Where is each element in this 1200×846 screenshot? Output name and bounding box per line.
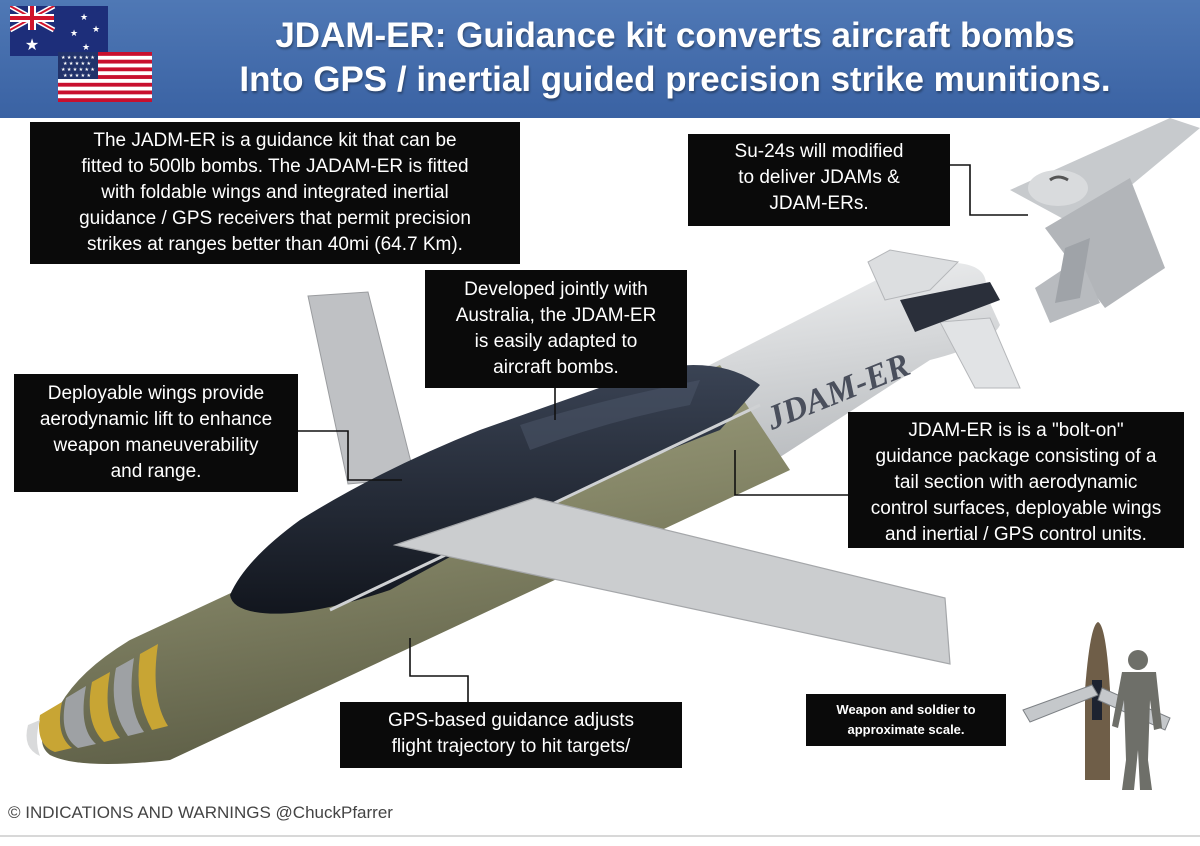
wings-line-3: weapon maneuverability: [53, 435, 259, 456]
gps-line-2: flight trajectory to hit targets/: [391, 736, 631, 757]
tail-fin-dark: [900, 282, 1000, 332]
intro-callout: The JADM-ER is a guidance kit that can b…: [30, 122, 520, 264]
bolt-on-callout: JDAM-ER is is a "bolt-on" guidance packa…: [848, 412, 1184, 548]
su24-aircraft: [1010, 118, 1200, 323]
intro-line-5: strikes at ranges better than 40mi (64.7…: [87, 234, 463, 255]
gps-line-1: GPS-based guidance adjusts: [387, 710, 635, 731]
title-line-2: Into GPS / inertial guided precision str…: [239, 60, 1111, 99]
svg-text:★: ★: [82, 42, 90, 52]
page-title: JDAM-ER: Guidance kit converts aircraft …: [160, 14, 1190, 102]
tail-fin-top: [867, 249, 960, 301]
wings-line-2: aerodynamic lift to enhance: [39, 409, 273, 430]
svg-text:★ ★ ★ ★ ★: ★ ★ ★ ★ ★: [63, 61, 91, 67]
bolt-on-line-4: control surfaces, deployable wings: [870, 498, 1162, 519]
scale-callout: Weapon and soldier to approximate scale.: [806, 694, 1006, 746]
usa-flag-icon: ★ ★ ★ ★ ★ ★ ★ ★ ★ ★ ★ ★ ★ ★ ★ ★ ★ ★ ★ ★ …: [58, 52, 152, 102]
wings-callout: Deployable wings provide aerodynamic lif…: [14, 374, 298, 492]
leader-lines: [298, 164, 1028, 702]
title-line-1: JDAM-ER: Guidance kit converts aircraft …: [275, 16, 1075, 55]
intro-line-2: fitted to 500lb bombs. The JADAM-ER is f…: [81, 156, 469, 177]
australia-line-4: aircraft bombs.: [493, 357, 619, 378]
su24-line-2: to deliver JDAMs &: [738, 167, 900, 188]
svg-text:★: ★: [70, 28, 78, 38]
scale-line-2: approximate scale.: [847, 722, 965, 737]
intro-line-3: with foldable wings and integrated inert…: [101, 182, 449, 203]
australia-line-1: Developed jointly with: [464, 279, 648, 300]
intro-line-1: The JADM-ER is a guidance kit that can b…: [93, 130, 457, 151]
svg-text:★: ★: [25, 37, 39, 54]
wings-line-4: and range.: [110, 461, 202, 482]
header-banner: [0, 0, 1200, 118]
nose-bands: [26, 644, 168, 756]
copyright-footer: © INDICATIONS AND WARNINGS @ChuckPfarrer: [8, 803, 393, 822]
su24-line-3: JDAM-ERs.: [769, 193, 869, 214]
intro-line-4: guidance / GPS receivers that permit pre…: [79, 208, 471, 229]
scale-line-1: Weapon and soldier to: [836, 702, 976, 717]
australia-line-3: is easily adapted to: [474, 331, 638, 352]
bolt-on-line-5: and inertial / GPS control units.: [885, 524, 1147, 545]
svg-text:★ ★ ★ ★ ★: ★ ★ ★ ★ ★: [63, 73, 91, 79]
footer-divider: [0, 835, 1200, 837]
bolt-on-line-2: guidance package consisting of a: [875, 446, 1157, 467]
svg-text:★ ★ ★ ★ ★ ★: ★ ★ ★ ★ ★ ★: [61, 55, 95, 61]
svg-text:★ ★ ★ ★ ★ ★: ★ ★ ★ ★ ★ ★: [61, 67, 95, 73]
lower-wing: [392, 497, 951, 665]
su24-callout: Su-24s will modified to deliver JDAMs & …: [688, 134, 950, 226]
gps-callout: GPS-based guidance adjusts flight trajec…: [340, 702, 682, 768]
bolt-on-line-3: tail section with aerodynamic: [894, 472, 1138, 493]
wing-housing: [230, 365, 760, 614]
su24-line-1: Su-24s will modified: [734, 141, 904, 162]
wings-line-1: Deployable wings provide: [47, 383, 265, 404]
australia-callout: Developed jointly with Australia, the JD…: [425, 270, 687, 388]
bolt-on-line-1: JDAM-ER is is a "bolt-on": [908, 420, 1124, 441]
svg-text:★: ★: [92, 24, 100, 34]
scale-soldier-figure: [1112, 650, 1162, 790]
upper-wing: [307, 291, 416, 485]
australia-flag-icon: ★ ★ ★ ★ ★: [10, 6, 108, 56]
tail-fin-right: [939, 317, 1021, 389]
australia-line-2: Australia, the JDAM-ER: [455, 305, 657, 326]
svg-text:★: ★: [80, 12, 88, 22]
